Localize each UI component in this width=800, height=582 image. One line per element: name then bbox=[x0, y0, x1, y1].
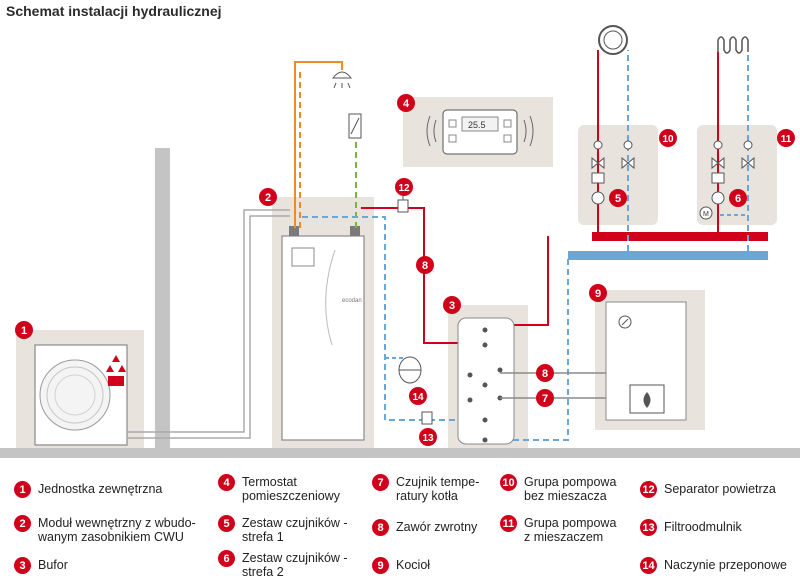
return-manifold bbox=[568, 251, 768, 260]
radiator-icon bbox=[598, 25, 628, 55]
shower-icon bbox=[331, 71, 353, 89]
dhw-pipe bbox=[294, 61, 343, 228]
svg-text:14: 14 bbox=[412, 392, 424, 403]
badge-10: 10 bbox=[659, 129, 677, 147]
indoor-unit-label: ecodan bbox=[342, 298, 362, 304]
badge-11: 11 bbox=[777, 129, 795, 147]
thermostat-display: 25.5 bbox=[468, 120, 486, 130]
badge-7: 7 bbox=[536, 389, 554, 407]
svg-text:4: 4 bbox=[403, 98, 410, 110]
svg-text:10: 10 bbox=[662, 134, 674, 145]
badge-6: 6 bbox=[729, 189, 747, 207]
svg-text:2: 2 bbox=[265, 192, 271, 204]
badge-4: 4 bbox=[397, 94, 415, 112]
svg-text:8: 8 bbox=[542, 368, 548, 380]
badge-1: 1 bbox=[15, 321, 33, 339]
badge-12: 12 bbox=[395, 178, 413, 196]
hot-manifold bbox=[592, 232, 768, 241]
buffer-tank bbox=[457, 317, 515, 445]
expansion-vessel-icon bbox=[385, 356, 422, 384]
refrigerant-pipe-1 bbox=[127, 209, 290, 433]
svg-text:3: 3 bbox=[449, 300, 455, 312]
badge-5: 5 bbox=[609, 189, 627, 207]
svg-text:1: 1 bbox=[21, 325, 27, 337]
thermostat: 25.5 bbox=[426, 109, 534, 155]
hydraulic-diagram: ecodan bbox=[0, 25, 800, 458]
badge-8a: 8 bbox=[416, 256, 434, 274]
floor bbox=[0, 448, 800, 458]
refrigerant-pipe-2 bbox=[127, 215, 290, 439]
svg-text:5: 5 bbox=[615, 193, 621, 205]
boiler bbox=[605, 301, 687, 421]
indoor-unit: ecodan bbox=[281, 226, 365, 441]
svg-text:11: 11 bbox=[781, 134, 792, 145]
svg-text:M: M bbox=[703, 211, 709, 218]
page-title: Schemat instalacji hydraulicznej bbox=[6, 3, 222, 19]
badge-9: 9 bbox=[589, 284, 607, 302]
svg-text:12: 12 bbox=[398, 183, 410, 194]
svg-text:9: 9 bbox=[595, 288, 601, 300]
svg-text:7: 7 bbox=[542, 393, 548, 405]
pump-group-2: M bbox=[699, 52, 755, 251]
badge-13: 13 bbox=[419, 428, 437, 446]
badge-8b: 8 bbox=[536, 364, 554, 382]
badge-2: 2 bbox=[259, 188, 277, 206]
pump-group-1 bbox=[591, 50, 635, 251]
badge-3: 3 bbox=[443, 296, 461, 314]
underfloor-heating-icon bbox=[717, 36, 749, 54]
svg-text:6: 6 bbox=[735, 193, 741, 205]
outdoor-unit bbox=[34, 344, 128, 446]
air-separator-icon bbox=[397, 196, 409, 213]
svg-text:13: 13 bbox=[422, 433, 434, 444]
filter-icon bbox=[421, 411, 433, 425]
wall bbox=[155, 148, 170, 450]
hot-pipe bbox=[361, 207, 483, 344]
svg-text:8: 8 bbox=[422, 260, 428, 272]
badge-14: 14 bbox=[409, 387, 427, 405]
return-pipe bbox=[302, 216, 483, 421]
pump-group-1-panel bbox=[578, 125, 658, 225]
